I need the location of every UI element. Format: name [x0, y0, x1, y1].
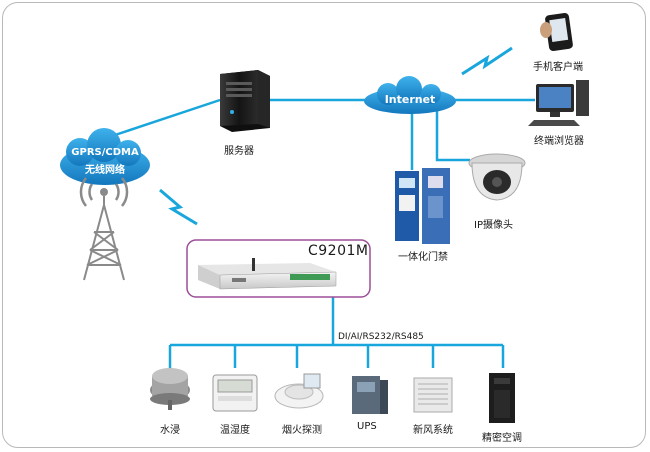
- network-links: [111, 98, 535, 368]
- internet-label: Internet: [384, 93, 436, 106]
- smoke-detector-icon: [274, 373, 324, 409]
- ip-camera-label: IP摄像头: [474, 220, 513, 231]
- sensor-label-precision-ac: 精密空调: [482, 433, 522, 444]
- terminal-label: 终端浏览器: [534, 136, 584, 147]
- sensor-label-fresh-air: 新风系统: [413, 425, 453, 436]
- cell-tower-icon: [79, 177, 129, 281]
- water-leak-sensor-icon: [150, 368, 190, 410]
- sensor-label-temp-humidity: 温湿度: [220, 425, 250, 436]
- sensor-label-ups: UPS: [357, 421, 377, 432]
- bus-protocol-label: DI/AI/RS232/RS485: [338, 332, 424, 342]
- terminal-computer-icon: [528, 80, 589, 126]
- fresh-air-unit-icon: [413, 377, 453, 413]
- wireless-bolt-device: [159, 188, 198, 226]
- sensor-label-smoke: 烟火探测: [282, 425, 322, 436]
- server-icon: [220, 70, 270, 132]
- device-model-label: C9201M: [308, 243, 369, 259]
- server-label: 服务器: [224, 146, 254, 157]
- access-control-label: 一体化门禁: [398, 252, 448, 263]
- mobile-phone-icon: [540, 13, 573, 51]
- sensor-label-water: 水浸: [160, 425, 180, 436]
- gprs-label-line1: GPRS/CDMA: [71, 147, 139, 158]
- link-internet-camera: [435, 110, 470, 162]
- ip-camera-icon: [468, 153, 526, 201]
- mobile-label: 手机客户端: [533, 62, 583, 73]
- controller-device-icon: [198, 258, 337, 290]
- gprs-cloud-icon: [60, 128, 150, 185]
- link-gprs-server: [111, 98, 221, 138]
- internet-cloud-icon: [364, 76, 456, 114]
- temp-humidity-sensor-icon: [212, 374, 258, 412]
- access-control-icon: [395, 168, 450, 244]
- ups-icon: [352, 376, 388, 414]
- gprs-label-line2: 无线网络: [85, 165, 125, 176]
- precision-ac-icon: [489, 373, 515, 423]
- wireless-bolt-mobile: [461, 46, 513, 76]
